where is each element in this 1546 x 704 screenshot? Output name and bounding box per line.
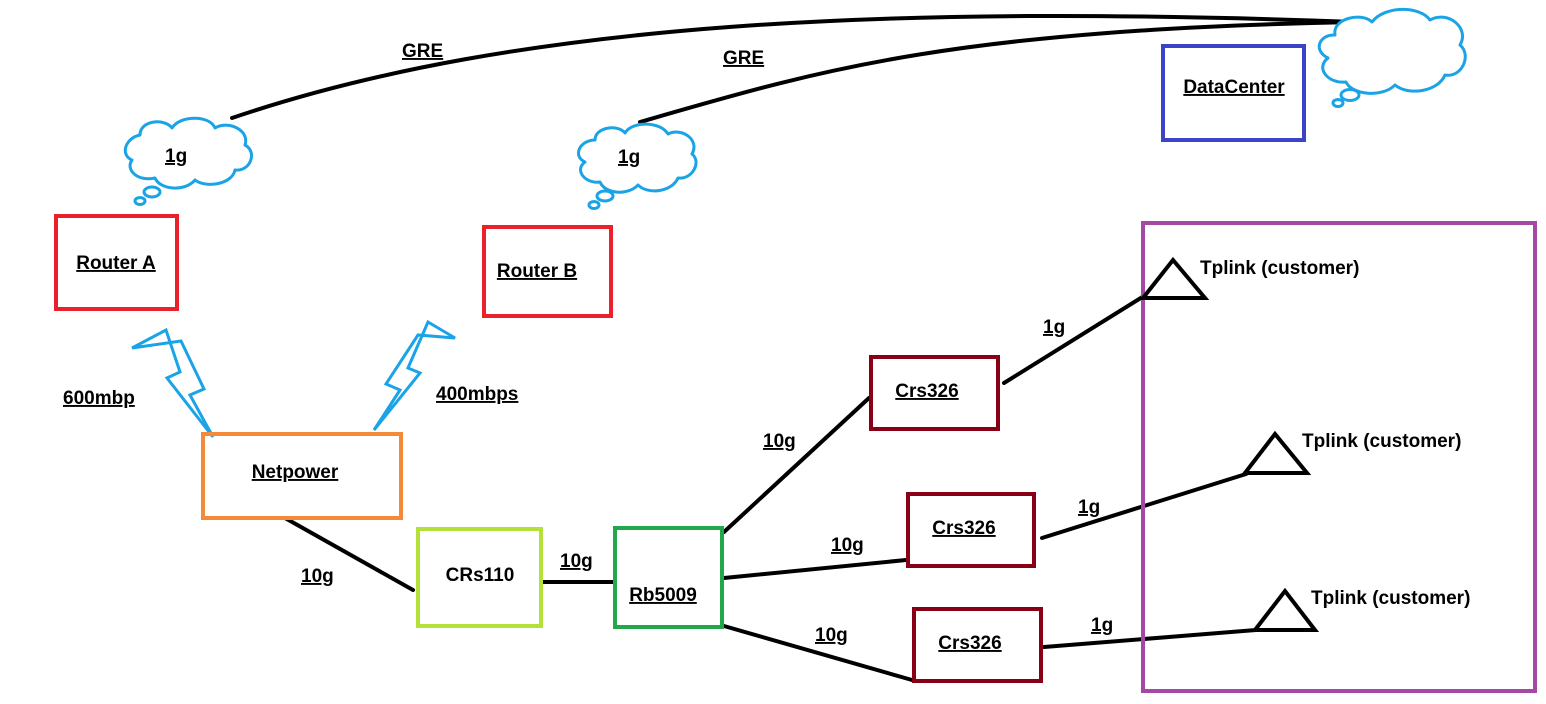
crs326-tplink-2-speed-label: 1g <box>1078 497 1100 518</box>
wireless-b-label: 400mbps <box>436 384 518 405</box>
link-netpower-crs110 <box>283 516 415 592</box>
netpower-crs110-speed-label: 10g <box>301 566 334 587</box>
crs326-mid-label: Crs326 <box>932 518 995 539</box>
rb5009-label: Rb5009 <box>629 585 697 606</box>
netpower-box <box>201 432 403 520</box>
gre-link-b <box>638 20 1357 124</box>
cloud-icon-a <box>123 116 253 206</box>
gre-label-b: GRE <box>723 48 764 69</box>
tplink-triangle-icon-3 <box>1250 587 1320 632</box>
datacenter-label: DataCenter <box>1183 77 1285 98</box>
gre-label-a: GRE <box>402 41 443 62</box>
crs326-tplink-3-speed-label: 1g <box>1091 615 1113 636</box>
link-rb5009-crs326-bot <box>722 624 914 682</box>
crs326-bot-box <box>912 607 1043 683</box>
link-crs326-tplink-1 <box>1002 294 1146 385</box>
cloud-a-speed-label: 1g <box>165 146 187 167</box>
link-crs326-tplink-3 <box>1042 628 1258 649</box>
router-b-label: Router B <box>497 261 577 282</box>
tplink-triangle-icon-1 <box>1138 256 1210 300</box>
datacenter-box <box>1161 44 1306 142</box>
crs110-rb5009-speed-label: 10g <box>560 551 593 572</box>
rb5009-crs326-top-speed-label: 10g <box>763 431 796 452</box>
crs326-tplink-1-speed-label: 1g <box>1043 317 1065 338</box>
link-rb5009-crs326-mid <box>722 558 908 580</box>
crs326-top-box <box>869 355 1000 431</box>
cloud-icon-b <box>577 122 698 210</box>
crs326-bot-label: Crs326 <box>938 633 1001 654</box>
tplink-label-2: Tplink (customer) <box>1302 431 1461 452</box>
gre-link-a <box>230 13 1357 120</box>
crs326-top-label: Crs326 <box>895 381 958 402</box>
router-a-label: Router A <box>76 253 156 274</box>
rb5009-box <box>613 526 724 629</box>
tplink-label-3: Tplink (customer) <box>1311 588 1470 609</box>
cloud-icon-datacenter <box>1317 7 1467 108</box>
rb5009-crs326-bot-speed-label: 10g <box>815 625 848 646</box>
link-rb5009-crs326-top <box>722 396 871 534</box>
tplink-triangle-icon-2 <box>1240 430 1312 475</box>
crs110-label: CRs110 <box>446 565 515 586</box>
lightning-icon-a <box>131 327 215 438</box>
crs326-mid-box <box>906 492 1036 568</box>
wireless-a-label: 600mbp <box>63 388 135 409</box>
cloud-b-speed-label: 1g <box>618 147 640 168</box>
crs110-box <box>416 527 543 628</box>
netpower-label: Netpower <box>252 462 339 483</box>
router-a-box <box>54 214 179 311</box>
lightning-icon-b <box>372 319 456 431</box>
router-b-box <box>482 225 613 318</box>
customer-zone <box>1141 221 1537 693</box>
rb5009-crs326-mid-speed-label: 10g <box>831 535 864 556</box>
tplink-label-1: Tplink (customer) <box>1200 258 1359 279</box>
